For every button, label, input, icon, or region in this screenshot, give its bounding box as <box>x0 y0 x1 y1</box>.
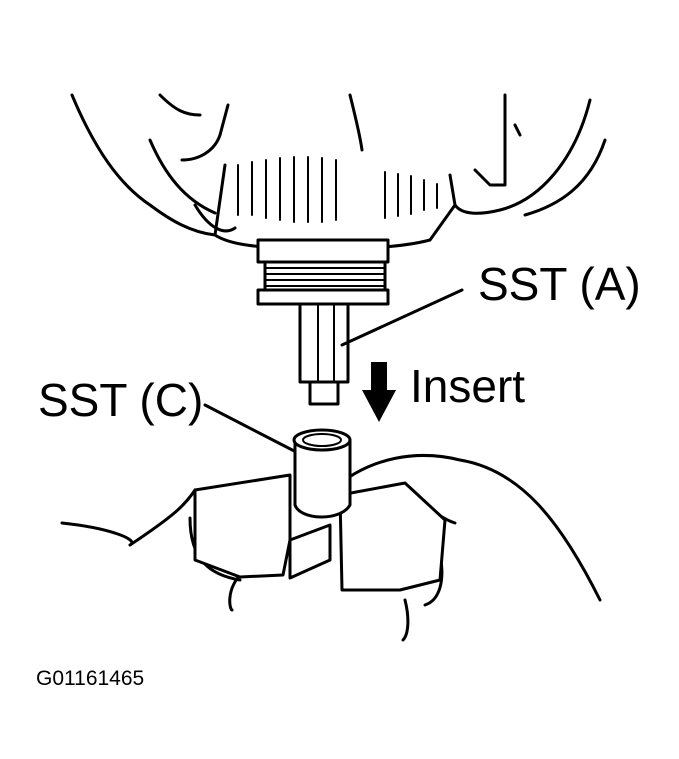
cooling-fins <box>237 156 438 223</box>
sst-a-leader-line <box>340 288 464 347</box>
sst-a-label: SST (A) <box>478 258 641 310</box>
figure-code: G01161465 <box>36 667 144 690</box>
alternator-assembly <box>70 93 607 406</box>
pulley-hub <box>256 238 390 264</box>
left-hand <box>70 93 237 237</box>
sst-a-tool <box>298 302 350 406</box>
right-hand <box>348 93 607 217</box>
vise-jaw-right <box>338 481 447 592</box>
vise-jaw-left <box>193 473 292 579</box>
vise-and-hand <box>60 454 602 642</box>
pulley <box>256 260 390 306</box>
sst-c-leader-line <box>203 403 304 457</box>
vise-jaw-left-front <box>288 523 332 580</box>
insert-label: Insert <box>410 360 525 412</box>
arrow-down-icon <box>362 362 396 422</box>
sst-c-label: SST (C) <box>38 374 203 426</box>
sst-c-tool <box>292 428 352 519</box>
